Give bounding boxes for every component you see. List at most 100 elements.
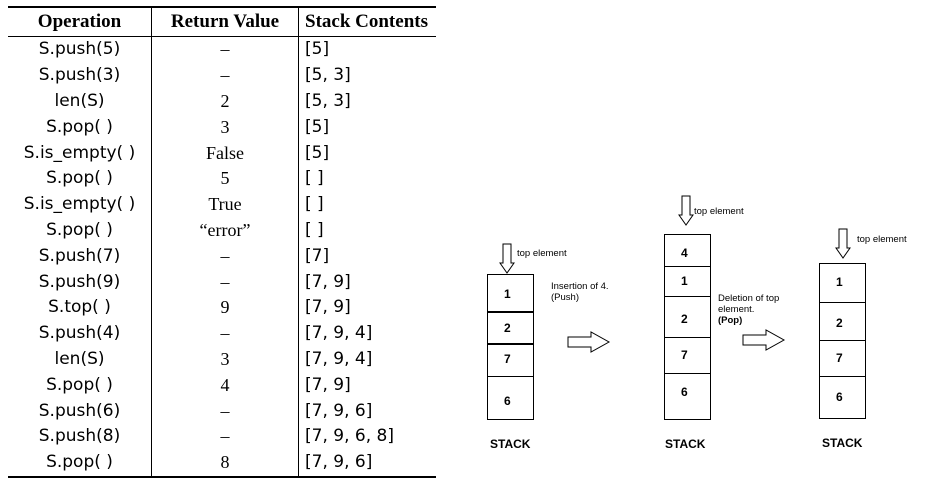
table-row: S.push(7)–[7] bbox=[8, 243, 436, 270]
cell-stack-contents: [7, 9, 6] bbox=[305, 452, 373, 473]
cell-operation: len(S) bbox=[8, 346, 152, 373]
cell-operation: S.is_empty( ) bbox=[8, 140, 152, 166]
cell-return-value: 4 bbox=[151, 372, 299, 399]
cell-stack-contents: [7, 9, 4] bbox=[305, 348, 373, 369]
cell-stack-contents: [5, 3] bbox=[305, 90, 351, 111]
cell-divider bbox=[820, 302, 865, 303]
table-row: S.pop( )8 [7, 9, 6] bbox=[8, 449, 436, 477]
table-row: S.push(4)–[7, 9, 4] bbox=[8, 320, 436, 347]
cell-operation: S.pop( ) bbox=[8, 165, 152, 192]
table-row: S.pop( )3[5] bbox=[8, 114, 436, 141]
table-row: S.push(3)–[5, 3] bbox=[8, 62, 436, 89]
stack-cell: 2 bbox=[836, 316, 843, 330]
right-arrow-icon bbox=[567, 331, 611, 353]
cell-divider bbox=[820, 376, 865, 377]
cell-return-value: – bbox=[151, 269, 299, 295]
cell-operation: len(S) bbox=[8, 88, 152, 115]
stack-cell: 7 bbox=[836, 351, 843, 365]
header-operation: Operation bbox=[8, 7, 152, 37]
down-arrow-icon bbox=[678, 195, 694, 226]
stack-cell: 2 bbox=[681, 312, 688, 326]
stack-cell: 7 bbox=[681, 348, 688, 362]
cell-return-value: True bbox=[151, 191, 299, 218]
top-element-label-3: top element bbox=[857, 234, 907, 245]
table-row: S.top( )9 [7, 9] bbox=[8, 294, 436, 321]
cell-return-value: 2 bbox=[151, 88, 299, 115]
push-note-line: Insertion of 4. bbox=[551, 281, 609, 292]
table-row: S.pop( )5 [ ] bbox=[8, 165, 436, 192]
cell-stack-contents: [7, 9] bbox=[305, 271, 351, 292]
cell-divider bbox=[820, 340, 865, 341]
cell-stack-contents: [ ] bbox=[305, 168, 324, 189]
cell-return-value: – bbox=[151, 36, 299, 63]
cell-operation: S.push(6) bbox=[8, 398, 152, 424]
pop-note-line: element. bbox=[718, 304, 755, 315]
pop-note-line: Deletion of top bbox=[718, 293, 780, 304]
down-arrow-icon bbox=[499, 243, 515, 274]
table-row: len(S)2 [5, 3] bbox=[8, 88, 436, 115]
table-body: S.push(5)–[5]S.push(3)–[5, 3]len(S)2[5, … bbox=[8, 36, 436, 477]
stack-cell: 1 bbox=[836, 275, 843, 289]
cell-divider bbox=[665, 337, 710, 338]
cell-operation: S.push(9) bbox=[8, 269, 152, 295]
stack-title-2: STACK bbox=[665, 437, 706, 451]
cell-stack-contents: [5] bbox=[305, 39, 330, 60]
cell-stack-contents: [5, 3] bbox=[305, 65, 351, 86]
stack-cell: 4 bbox=[681, 246, 688, 260]
pop-note: Deletion of top element. (Pop) bbox=[718, 293, 779, 326]
cell-stack-contents: [7, 9, 4] bbox=[305, 323, 373, 344]
cell-return-value: – bbox=[151, 62, 299, 89]
stack-cell: 6 bbox=[504, 394, 511, 408]
cell-operation: S.push(5) bbox=[8, 36, 152, 63]
stack-cell: 2 bbox=[504, 321, 511, 335]
cell-return-value: 3 bbox=[151, 114, 299, 141]
cell-stack-contents: [5] bbox=[305, 142, 330, 163]
stack-cell: 1 bbox=[681, 274, 688, 288]
pop-note-line: (Pop) bbox=[718, 315, 743, 326]
cell-operation: S.push(4) bbox=[8, 320, 152, 347]
stack-title-3: STACK bbox=[822, 436, 863, 450]
cell-return-value: 3 bbox=[151, 346, 299, 373]
cell-operation: S.pop( ) bbox=[8, 449, 152, 477]
cell-return-value: 5 bbox=[151, 165, 299, 192]
header-return-value: Return Value bbox=[151, 7, 299, 37]
table-header-row: Operation Return Value Stack Contents bbox=[8, 7, 436, 37]
cell-operation: S.pop( ) bbox=[8, 217, 152, 244]
cell-stack-contents: [7] bbox=[305, 245, 330, 266]
cell-stack-contents: [7, 9] bbox=[305, 374, 351, 395]
stack-cell: 7 bbox=[504, 352, 511, 366]
cell-return-value: 8 bbox=[151, 449, 299, 477]
table-row: S.push(9)–[7, 9] bbox=[8, 269, 436, 295]
cell-operation: S.pop( ) bbox=[8, 372, 152, 399]
cell-stack-contents: [7, 9] bbox=[305, 297, 351, 318]
header-stack-contents: Stack Contents bbox=[298, 7, 436, 37]
stack-cell: 1 bbox=[504, 287, 511, 301]
cell-operation: S.is_empty( ) bbox=[8, 191, 152, 218]
cell-divider bbox=[488, 376, 533, 377]
cell-return-value: – bbox=[151, 423, 299, 450]
table-row: S.push(6)–[7, 9, 6] bbox=[8, 398, 436, 424]
cell-return-value: – bbox=[151, 243, 299, 270]
top-element-label-1: top element bbox=[517, 248, 567, 259]
table-row: S.push(8)–[7, 9, 6, 8] bbox=[8, 423, 436, 450]
stack-after-pop: 1 2 7 6 bbox=[819, 263, 866, 419]
cell-stack-contents: [7, 9, 6, 8] bbox=[305, 426, 394, 447]
right-arrow-icon bbox=[742, 329, 786, 351]
stack-after-push: 4 1 2 7 6 bbox=[664, 234, 711, 420]
stack-before-push: 1 2 7 6 bbox=[487, 274, 534, 420]
cell-divider bbox=[488, 343, 533, 345]
cell-divider bbox=[665, 373, 710, 374]
cell-return-value: “error” bbox=[151, 217, 299, 244]
cell-stack-contents: [ ] bbox=[305, 194, 324, 215]
table-row: S.pop( )4 [7, 9] bbox=[8, 372, 436, 399]
cell-stack-contents: [ ] bbox=[305, 219, 324, 240]
cell-stack-contents: [5] bbox=[305, 116, 330, 137]
cell-return-value: – bbox=[151, 320, 299, 347]
cell-return-value: 9 bbox=[151, 294, 299, 321]
stack-title-1: STACK bbox=[490, 437, 531, 451]
table-row: S.is_empty( )False[5] bbox=[8, 140, 436, 166]
cell-operation: S.top( ) bbox=[8, 294, 152, 321]
cell-divider bbox=[665, 266, 710, 267]
table-row: len(S)3 [7, 9, 4] bbox=[8, 346, 436, 373]
